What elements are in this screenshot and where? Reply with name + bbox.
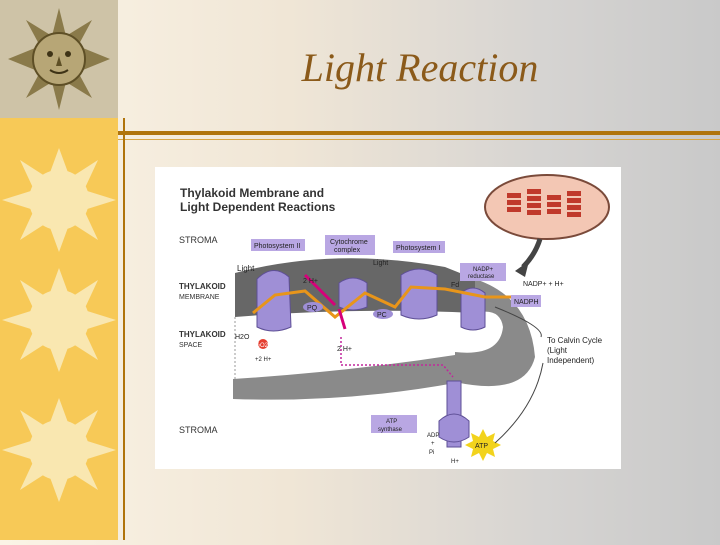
diagram-heading-2: Light Dependent Reactions: [180, 200, 336, 214]
two-h-label: +2 H+: [255, 357, 272, 363]
sun-pattern: [2, 148, 116, 502]
pq-label: PQ: [307, 305, 318, 312]
thylakoid-diagram: Thylakoid Membrane and Light Dependent R…: [155, 167, 621, 469]
photosystem-i-label: [393, 241, 445, 253]
plus-label: +: [431, 441, 435, 447]
pc-label: PC: [377, 312, 387, 319]
photosystem-ii-text: Photosystem II: [254, 243, 300, 250]
adp-label: ADP: [427, 433, 439, 439]
label-thylakoid-space-2: SPACE: [179, 342, 203, 349]
nadp-reductase-text-2: reductase: [468, 274, 495, 280]
light-label-left: Light: [237, 264, 255, 273]
calvin-label-1: To Calvin Cycle: [547, 336, 603, 345]
light-label-right: Light: [373, 260, 388, 267]
label-thylakoid-space-1: THYLAKOID: [179, 330, 226, 339]
cytochrome-text-1: Cytochrome: [330, 239, 368, 246]
nadph-box: [511, 295, 541, 307]
divider-line: [118, 131, 720, 135]
vertical-divider: [123, 118, 125, 540]
atp-label: ATP: [475, 443, 488, 450]
nadph-label: NADPH: [514, 299, 539, 306]
oxygen-icon: [258, 339, 268, 349]
two-h-plus-label: 2 H+: [303, 278, 318, 285]
calvin-label-2: (Light: [547, 346, 568, 355]
cytochrome-text-2: complex: [334, 247, 361, 254]
nadp-reductase-label: [460, 263, 506, 281]
atp-synthase-text-2: synthase: [378, 427, 403, 433]
h-plus-bottom-label: H+: [451, 459, 459, 465]
label-stroma-top: STROMA: [179, 235, 218, 245]
proton-path: [340, 337, 454, 378]
nadp-reductase-text-1: NADP+: [473, 267, 494, 273]
nadp-reductase-protein: [460, 287, 486, 331]
nadp-plus-h-label: NADP+ + H+: [523, 281, 564, 288]
photosystem-ii-label: [251, 239, 305, 251]
atp-synthase-label: [371, 415, 417, 433]
divider-line-thin: [118, 139, 720, 140]
slide-title: Light Reaction: [301, 45, 539, 90]
diagram-heading-1: Thylakoid Membrane and: [180, 186, 324, 200]
label-stroma-bottom: STROMA: [179, 425, 218, 435]
label-thylakoid-membrane-2: MEMBRANE: [179, 294, 220, 301]
electron-transport-chain: [252, 285, 511, 319]
photosystem-i-text: Photosystem I: [396, 245, 440, 252]
lower-membrane: [233, 355, 455, 400]
o2-label: ½O2: [255, 342, 269, 349]
atp-synthase-text-1: ATP: [386, 419, 397, 425]
two-h-space-label: 2 H+: [337, 346, 352, 353]
sun-face-icon: [8, 8, 110, 110]
chloroplast-icon: [484, 174, 610, 277]
photosystem-ii-protein: [256, 270, 292, 332]
label-thylakoid-membrane-1: THYLAKOID: [179, 282, 226, 291]
calvin-arrow: [494, 306, 542, 338]
sun-logo-box: [0, 0, 118, 118]
photosystem-i-protein: [400, 268, 438, 320]
cytochrome-label: [325, 235, 375, 255]
calvin-label-3: Independent): [547, 356, 594, 365]
atp-burst-icon: [465, 429, 501, 461]
h2o-label: H2O: [235, 334, 250, 341]
pi-label: Pi: [429, 450, 434, 456]
fd-label: Fd: [451, 282, 459, 289]
